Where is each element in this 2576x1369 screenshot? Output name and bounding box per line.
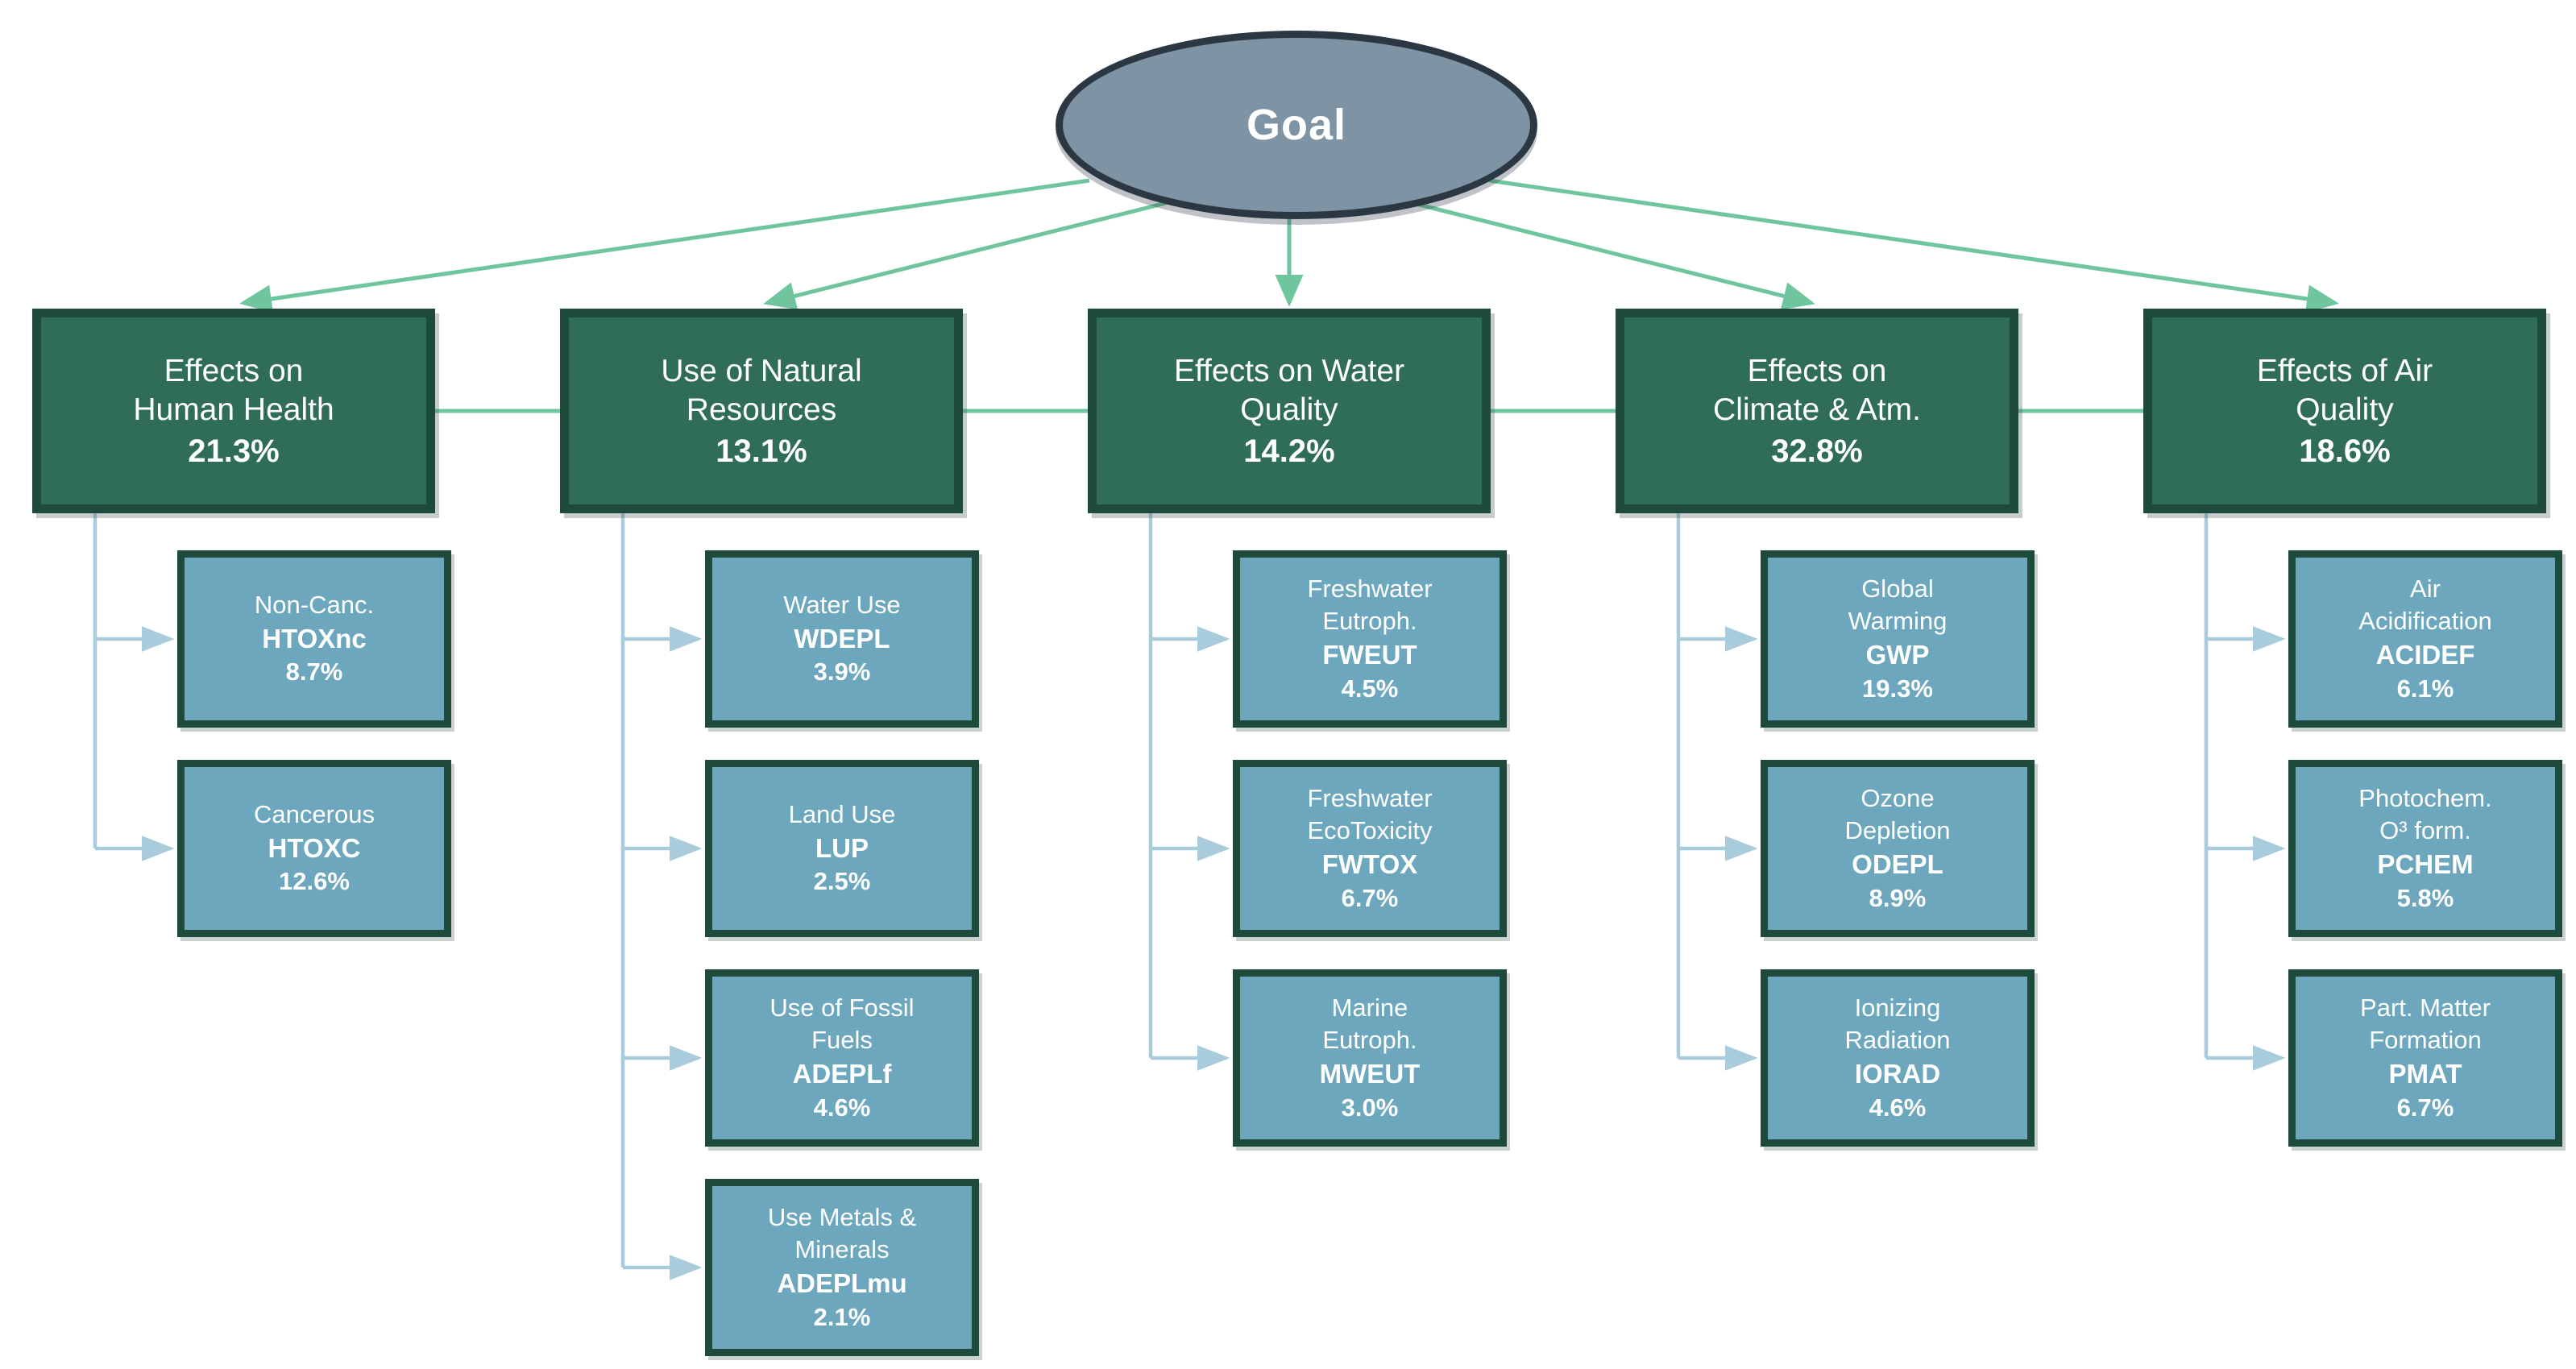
category-title: Effects on Water Quality [1173, 353, 1405, 427]
indicator-percent: 6.7% [1341, 883, 1399, 912]
indicator-code: PCHEM [2377, 848, 2474, 879]
indicator-code: HTOXC [268, 832, 361, 863]
indicator-label: Use of Fossil Fuels [769, 994, 915, 1055]
indicator-pchem: Photochem. O³ form. PCHEM 5.8% [2288, 760, 2562, 937]
goal-label: Goal [1246, 101, 1347, 149]
indicator-percent: 19.3% [1862, 674, 1933, 703]
indicator-percent: 8.7% [285, 658, 343, 687]
indicator-percent: 3.0% [1341, 1093, 1399, 1122]
category-human-health: Effects on Human Health 21.3% [32, 309, 435, 513]
indicator-percent: 6.7% [2396, 1093, 2454, 1122]
indicator-label: Water Use [783, 591, 901, 620]
indicator-label: Air Acidification [2358, 575, 2492, 636]
category-percent: 13.1% [716, 434, 807, 470]
goal-node: Goal [1056, 31, 1537, 219]
category-title: Effects on Climate & Atm. [1713, 353, 1921, 427]
indicator-percent: 4.5% [1341, 674, 1399, 703]
indicator-label: Ionizing Radiation [1844, 994, 1951, 1055]
indicator-label: Land Use [788, 800, 896, 829]
indicator-percent: 2.1% [813, 1302, 871, 1331]
indicator-percent: 3.9% [813, 658, 871, 687]
indicator-code: IORAD [1854, 1058, 1941, 1089]
indicator-gwp: Global Warming GWP 19.3% [1761, 550, 2035, 728]
indicator-label: Non-Canc. [254, 591, 375, 620]
indicator-odepl: Ozone Depletion ODEPL 8.9% [1761, 760, 2035, 937]
indicator-wdepl: Water Use WDEPL 3.9% [705, 550, 979, 728]
indicator-label: Photochem. O³ form. [2358, 784, 2492, 845]
indicator-adeplf: Use of Fossil Fuels ADEPLf 4.6% [705, 969, 979, 1147]
category-title: Use of Natural Resources [661, 353, 862, 427]
indicator-code: MWEUT [1319, 1058, 1421, 1089]
indicator-label: Part. Matter Formation [2360, 994, 2491, 1055]
indicator-label: Use Metals & Minerals [767, 1203, 917, 1264]
indicator-acidef: Air Acidification ACIDEF 6.1% [2288, 550, 2562, 728]
indicator-code: GWP [1865, 639, 1930, 670]
indicator-code: FWTOX [1321, 848, 1418, 879]
indicator-code: LUP [815, 832, 869, 863]
category-title: Effects on Human Health [133, 353, 334, 427]
indicator-fweut: Freshwater Eutroph. FWEUT 4.5% [1233, 550, 1507, 728]
category-percent: 18.6% [2299, 434, 2391, 470]
indicator-percent: 8.9% [1869, 883, 1927, 912]
indicator-htoxnc: Non-Canc. HTOXnc 8.7% [177, 550, 451, 728]
category-percent: 32.8% [1771, 434, 1863, 470]
goal-to-climate-arrow [1412, 201, 1815, 310]
category-title: Effects of Air Quality [2256, 353, 2433, 427]
category-water-quality: Effects on Water Quality 14.2% [1088, 309, 1491, 513]
goal-to-natural-resources-arrow [763, 201, 1167, 310]
indicator-code: FWEUT [1322, 639, 1417, 670]
category-percent: 21.3% [188, 434, 280, 470]
category-air-quality: Effects of Air Quality 18.6% [2143, 309, 2546, 513]
indicator-label: Freshwater EcoToxicity [1307, 784, 1433, 845]
indicator-percent: 4.6% [1869, 1093, 1927, 1122]
indicator-percent: 12.6% [279, 867, 350, 896]
indicator-adeplmu: Use Metals & Minerals ADEPLmu 2.1% [705, 1179, 979, 1356]
indicator-code: HTOXnc [262, 623, 367, 653]
indicator-code: ODEPL [1852, 848, 1943, 879]
category-percent: 14.2% [1243, 434, 1335, 470]
indicator-label: Ozone Depletion [1844, 784, 1951, 845]
indicator-percent: 2.5% [813, 867, 871, 896]
indicator-code: WDEPL [794, 623, 890, 653]
category-climate-atmosphere: Effects on Climate & Atm. 32.8% [1616, 309, 2018, 513]
indicator-code: ADEPLmu [777, 1267, 907, 1298]
indicator-percent: 4.6% [813, 1093, 871, 1122]
indicator-percent: 5.8% [2396, 883, 2454, 912]
indicator-code: ACIDEF [2375, 639, 2475, 670]
indicator-lup: Land Use LUP 2.5% [705, 760, 979, 937]
indicator-pmat: Part. Matter Formation PMAT 6.7% [2288, 969, 2562, 1147]
category-natural-resources: Use of Natural Resources 13.1% [560, 309, 963, 513]
indicator-label: Global Warming [1848, 575, 1948, 636]
goal-to-air-quality-arrow [1488, 178, 2339, 313]
indicator-label: Cancerous [254, 800, 375, 829]
indicator-label: Freshwater Eutroph. [1307, 575, 1433, 636]
indicator-code: PMAT [2388, 1058, 2462, 1089]
indicator-mweut: Marine Eutroph. MWEUT 3.0% [1233, 969, 1507, 1147]
indicator-fwtox: Freshwater EcoToxicity FWTOX 6.7% [1233, 760, 1507, 937]
indicator-htoxc: Cancerous HTOXC 12.6% [177, 760, 451, 937]
indicator-label: Marine Eutroph. [1322, 994, 1417, 1055]
goal-to-human-health-arrow [239, 178, 1090, 313]
indicator-percent: 6.1% [2396, 674, 2454, 703]
indicator-code: ADEPLf [792, 1058, 892, 1089]
indicator-iorad: Ionizing Radiation IORAD 4.6% [1761, 969, 2035, 1147]
